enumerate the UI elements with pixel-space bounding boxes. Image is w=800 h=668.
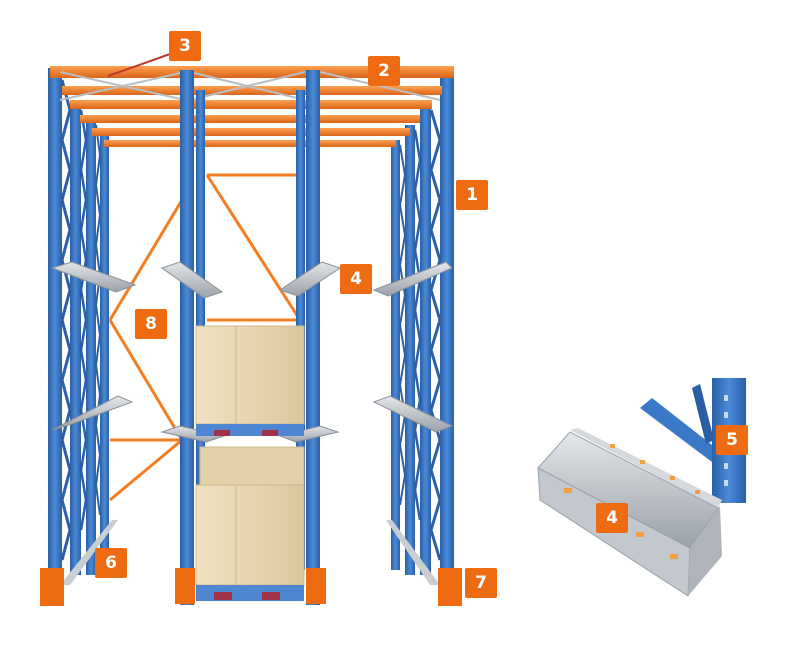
pallet-rails-lower	[51, 395, 454, 443]
pallet-load-upper	[195, 325, 305, 436]
pallet-rails-upper	[50, 261, 453, 299]
callout-upright-protector: 7	[465, 568, 497, 598]
callout-pallet-rail-detail: 4	[596, 503, 628, 533]
callout-3-leader	[107, 53, 171, 77]
callout-upright-frame: 1	[456, 180, 488, 210]
rear-bracing	[108, 173, 302, 502]
callout-top-bracing: 3	[169, 31, 201, 61]
callout-rail-support-arm: 5	[716, 425, 748, 455]
callout-floor-guide-rail: 6	[95, 548, 127, 578]
callout-rear-bracing: 8	[135, 309, 167, 339]
callout-pallet-rail: 4	[340, 264, 372, 294]
callout-top-beam: 2	[368, 56, 400, 86]
floor-guide-rails	[60, 520, 440, 585]
left-upright-frames	[48, 68, 109, 603]
top-beams	[50, 66, 454, 147]
rail-detail-view	[537, 378, 746, 597]
right-upright-frames	[391, 68, 454, 603]
pallet-load-lower	[195, 446, 305, 601]
upright-protectors	[40, 568, 462, 606]
